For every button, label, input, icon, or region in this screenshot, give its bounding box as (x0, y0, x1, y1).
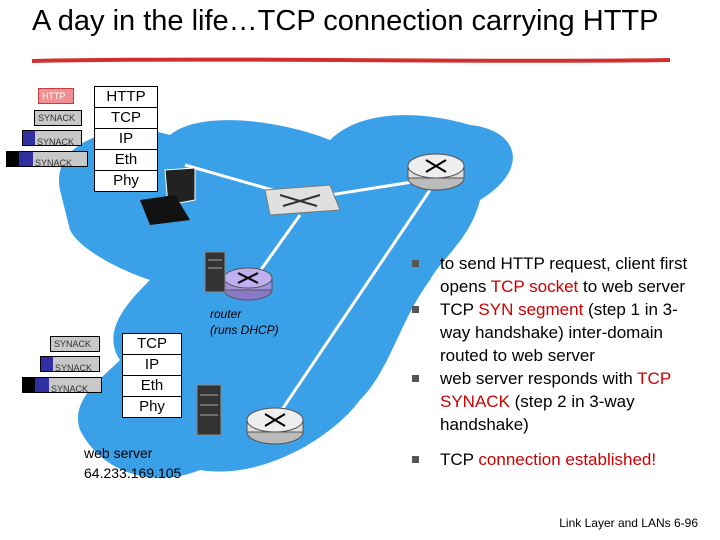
layer-http: HTTP (95, 87, 157, 108)
server-packet-synack-3: SYNACK (22, 377, 102, 393)
layer-ip: IP (123, 355, 181, 376)
slide-footer: Link Layer and LANs 6-96 (559, 516, 698, 530)
layer-ip: IP (95, 129, 157, 150)
laptop-icon (140, 167, 196, 225)
client-packet-synack-2: SYNACK (22, 130, 82, 146)
router-icon-dhcp (223, 267, 273, 301)
bullet-list: to send HTTP request, client first opens… (404, 252, 704, 471)
layer-tcp: TCP (123, 334, 181, 355)
layer-phy: Phy (139, 398, 165, 415)
title-underline (31, 57, 671, 63)
router-label: router (runs DHCP) (210, 307, 279, 337)
server-packet-synack-1: SYNACK (50, 336, 100, 352)
router-icon-top (407, 153, 465, 191)
layer-tcp: TCP (95, 108, 157, 129)
bullet-item: TCP SYN segment (step 1 in 3-way handsha… (404, 298, 704, 367)
bullet-item: to send HTTP request, client first opens… (404, 252, 704, 298)
client-protocol-stack: HTTP TCP IP Eth Phy (94, 86, 158, 192)
layer-eth: Eth (123, 376, 181, 397)
switch-icon (264, 184, 341, 216)
server-icon-web (196, 384, 222, 436)
slide-title: A day in the life…TCP connection carryin… (32, 5, 659, 37)
server-packet-synack-2: SYNACK (40, 356, 100, 372)
layer-phy: Phy (113, 172, 139, 189)
layer-eth: Eth (95, 150, 157, 171)
bullet-item: web server responds with TCP SYNACK (ste… (404, 367, 704, 436)
client-packet-http: HTTP (38, 88, 74, 104)
server-protocol-stack: TCP IP Eth Phy (122, 333, 182, 418)
client-packet-synack-3: SYNACK (6, 151, 88, 167)
bullet-item: TCP connection established! (404, 448, 704, 471)
web-server-label: web server 64.233.169.105 (84, 445, 182, 481)
client-packet-synack-1: SYNACK (34, 110, 82, 126)
router-icon-bottom (246, 407, 304, 445)
server-icon-dhcp (204, 251, 226, 293)
